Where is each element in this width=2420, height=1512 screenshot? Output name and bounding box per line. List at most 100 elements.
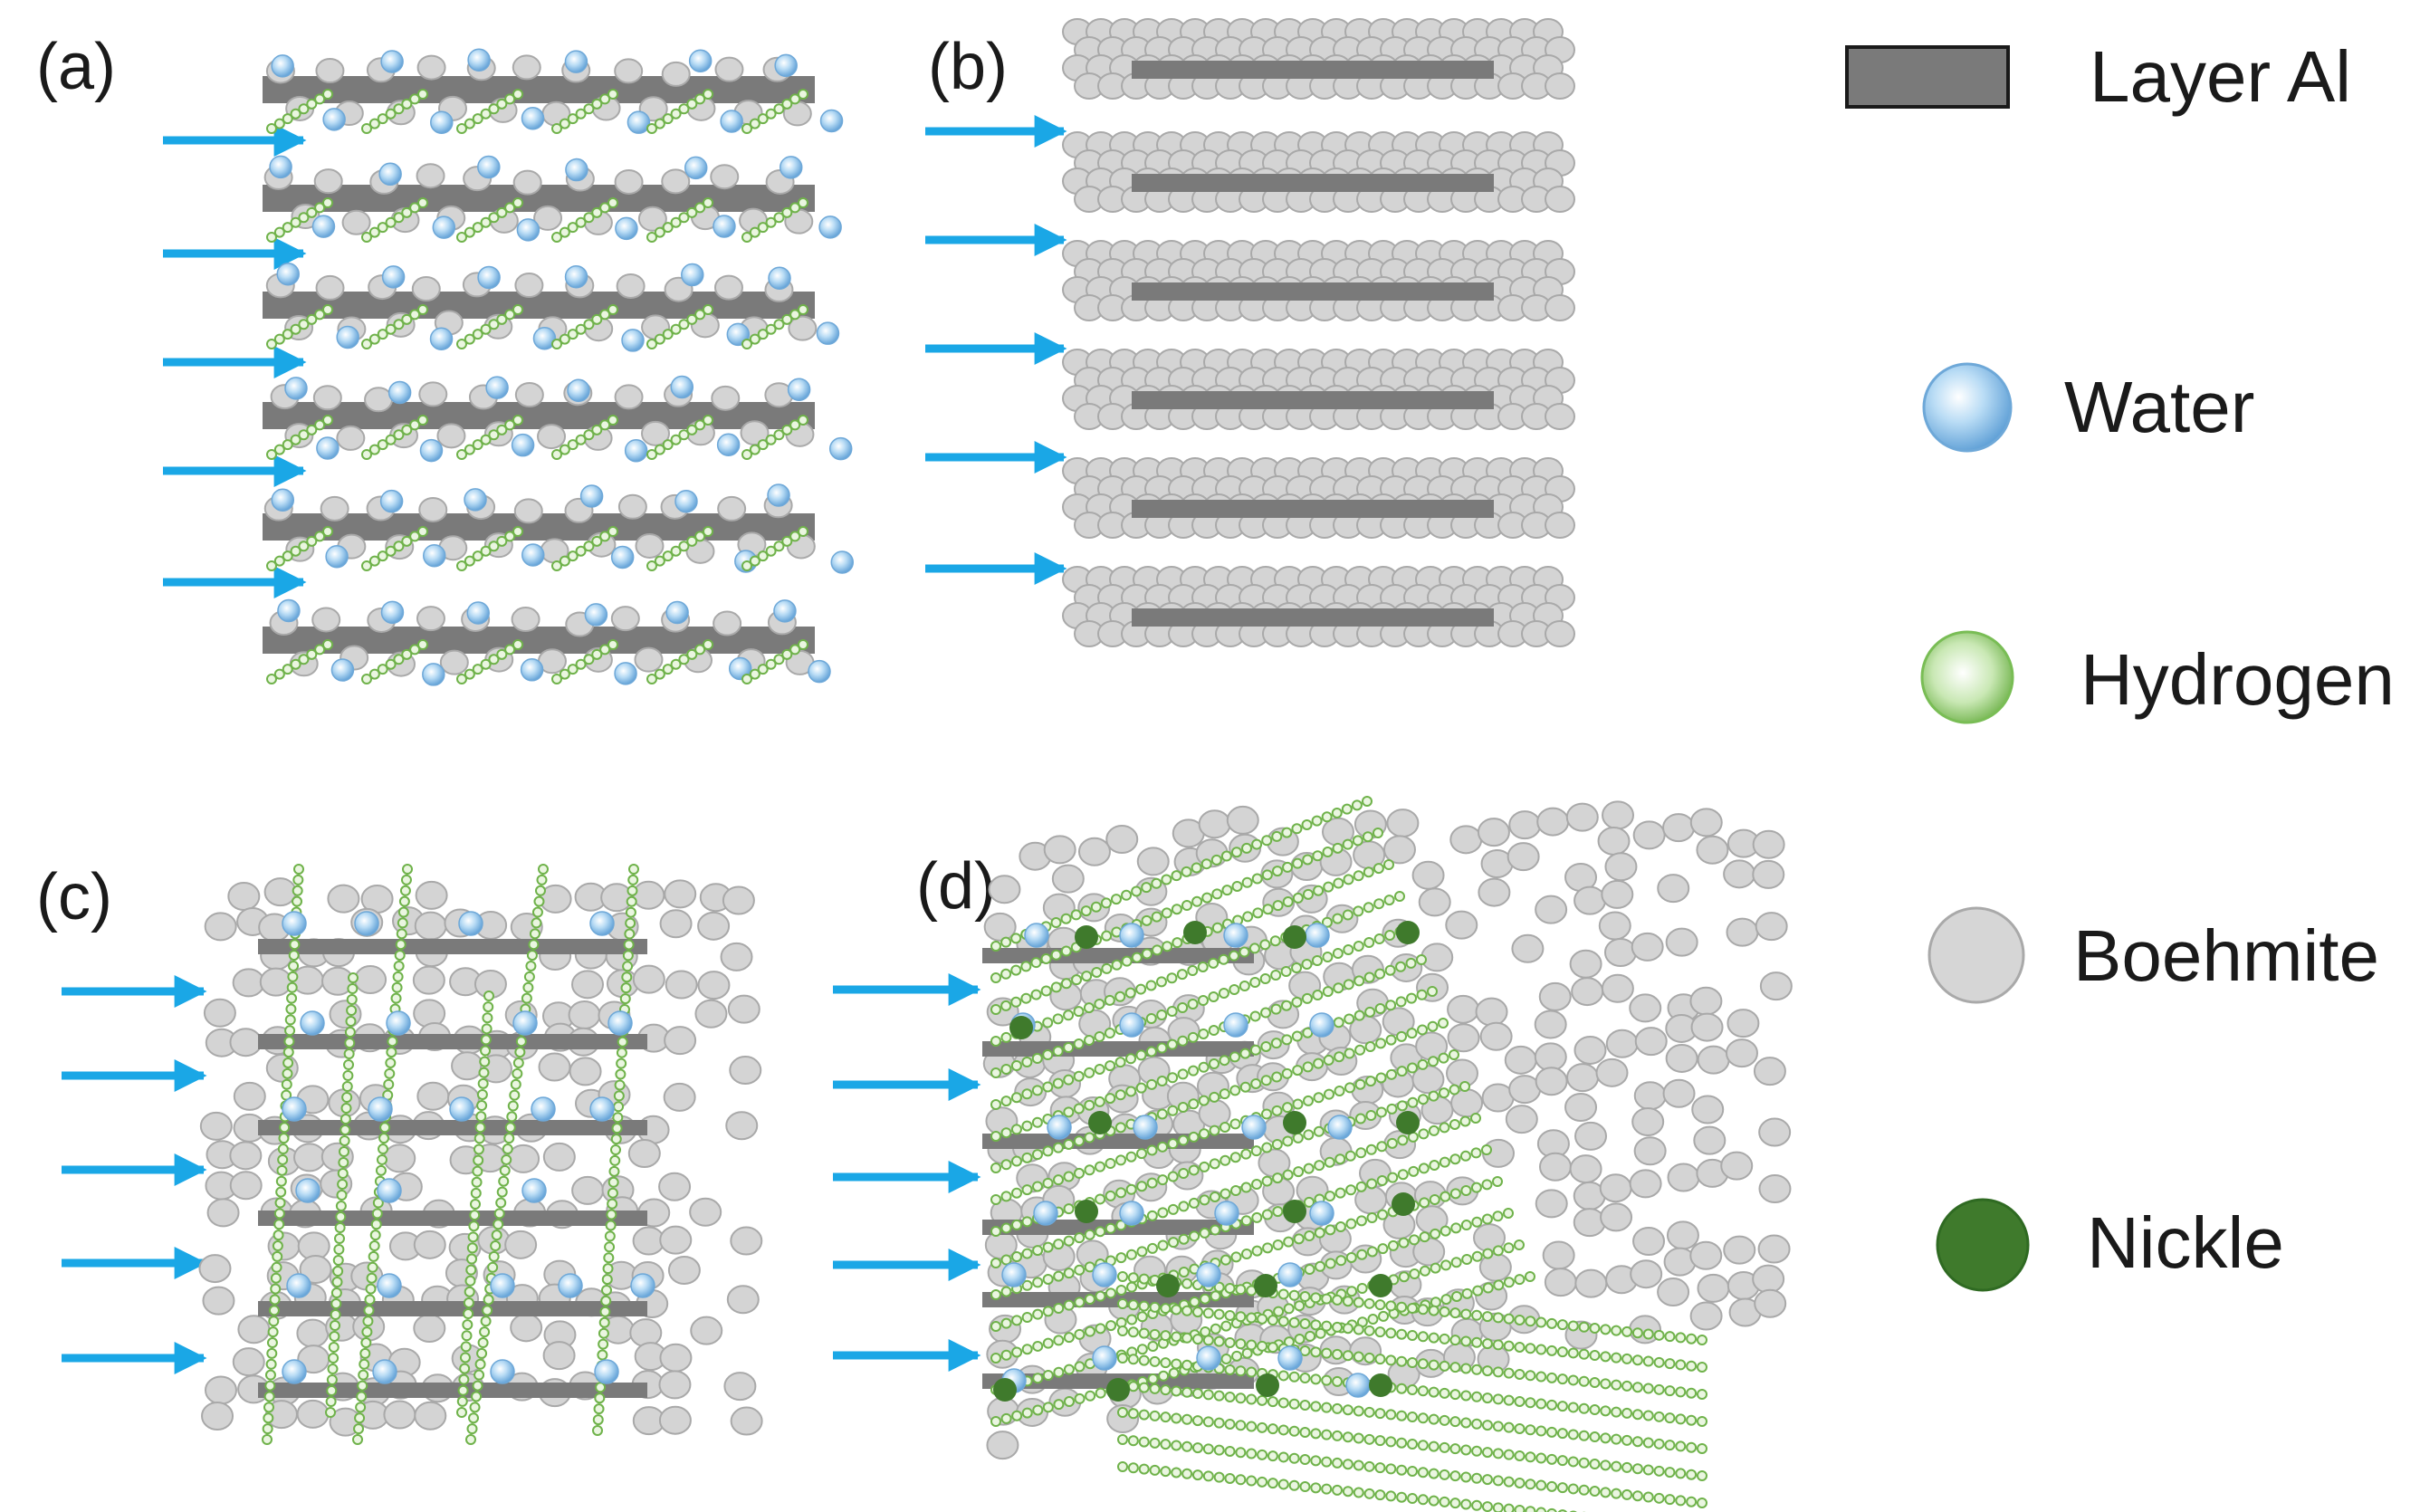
hydrogen-atom [990, 1289, 1001, 1300]
hydrogen-atom [559, 226, 570, 238]
hydrogen-atom [1187, 999, 1199, 1010]
hydrogen-atom [1000, 968, 1012, 980]
hydrogen-atom [1366, 1212, 1378, 1223]
hydrogen-atom [1135, 983, 1147, 995]
panel-a-structure [263, 48, 854, 686]
hydrogen-atom [559, 444, 570, 455]
hydrogen-atom [1429, 1160, 1440, 1172]
boehmite-particle [1569, 949, 1602, 979]
boehmite-particle [568, 1000, 601, 1029]
hydrogen-atom [1220, 1122, 1230, 1133]
water-molecule [1309, 1201, 1334, 1226]
water-molecule [336, 325, 359, 349]
hydrogen-atom [1589, 1459, 1601, 1470]
hydrogen-atom [1160, 1303, 1172, 1315]
hydrogen-atom [263, 1402, 274, 1413]
hydrogen-atom [600, 1295, 612, 1306]
hydrogen-atom [1481, 1311, 1493, 1323]
hydrogen-atom [1364, 1041, 1376, 1053]
hydrogen-atom [1334, 1187, 1346, 1199]
water-molecule [432, 215, 456, 239]
hydrogen-atom [1053, 1174, 1064, 1186]
hydrogen-atom [282, 550, 293, 562]
hydrogen-atom [1535, 1452, 1547, 1464]
panel-b: (b) [925, 18, 1575, 647]
hydrogen-atom [1171, 870, 1182, 882]
hydrogen-atom [1439, 1306, 1450, 1317]
hydrogen-atom [1031, 1085, 1043, 1096]
water-molecule [819, 109, 844, 133]
hydrogen-atom [603, 1252, 615, 1264]
water-molecule [464, 488, 487, 512]
hydrogen-atom [789, 202, 801, 214]
hydrogen-atom [741, 560, 752, 571]
hydrogen-atom [1353, 905, 1364, 917]
boehmite-particle [730, 1226, 763, 1256]
hydrogen-atom [1117, 1461, 1128, 1472]
water-molecule [277, 598, 301, 623]
hydrogen-atom [368, 118, 380, 129]
hydrogen-atom [1281, 1067, 1293, 1079]
hydrogen-atom [266, 1347, 278, 1359]
hydrogen-atom [1332, 1375, 1344, 1387]
hydrogen-atom [1166, 1038, 1178, 1050]
aluminium-layer [258, 1034, 647, 1049]
hydrogen-atom [1251, 1211, 1263, 1223]
hydrogen-atom [757, 550, 769, 562]
hydrogen-atom [789, 531, 801, 542]
hydrogen-atom [595, 1382, 607, 1393]
water-molecule [300, 1010, 325, 1036]
hydrogen-atom [703, 415, 713, 426]
boehmite-particle [1662, 813, 1696, 843]
hydrogen-atom [385, 1057, 397, 1068]
hydrogen-atom [1353, 1405, 1364, 1417]
hydrogen-atom [1074, 1264, 1086, 1276]
hydrogen-atom [591, 98, 603, 110]
hydrogen-atom [306, 648, 318, 660]
hydrogen-atom [607, 526, 618, 537]
hydrogen-atom [1397, 1134, 1409, 1146]
boehmite-particle [659, 1225, 693, 1255]
hydrogen-atom [266, 560, 277, 571]
boehmite-particle [336, 425, 366, 451]
hydrogen-atom [1353, 1010, 1365, 1021]
hydrogen-atom [504, 202, 516, 214]
hydrogen-atom [401, 206, 413, 218]
hydrogen-atom [384, 1067, 396, 1079]
hydrogen-atom [1589, 1431, 1601, 1443]
hydrogen-atom [1332, 1430, 1344, 1441]
hydrogen-atom [306, 98, 318, 110]
hydrogen-atom [1430, 1228, 1441, 1239]
hydrogen-atom [346, 1005, 358, 1016]
hydrogen-atom [1277, 1397, 1289, 1409]
hydrogen-atom [1105, 1287, 1116, 1299]
hydrogen-atom [646, 674, 657, 684]
boehmite-particle [1507, 842, 1540, 872]
hydrogen-atom [1439, 1496, 1450, 1507]
hydrogen-atom [1460, 1220, 1472, 1231]
water-molecule [589, 1096, 615, 1122]
hydrogen-atom [1322, 952, 1334, 962]
hydrogen-atom [1325, 1224, 1336, 1236]
hydrogen-atom [551, 123, 562, 134]
hydrogen-atom [567, 664, 579, 675]
hydrogen-atom [1407, 1412, 1418, 1422]
panel-d: (d) [833, 796, 1793, 1512]
hydrogen-atom [1251, 1179, 1263, 1191]
water-molecule [521, 1178, 547, 1203]
hydrogen-atom [1177, 1068, 1189, 1080]
hydrogen-atom [1280, 966, 1292, 977]
hydrogen-atom [1053, 1270, 1065, 1282]
hydrogen-atom [1040, 952, 1052, 964]
hydrogen-atom [1397, 1169, 1409, 1181]
hydrogen-atom [342, 1070, 354, 1081]
hydrogen-atom [281, 1078, 292, 1090]
hydrogen-atom [538, 864, 549, 875]
hydrogen-atom [401, 648, 413, 660]
hydrogen-atom [468, 1220, 480, 1232]
aluminium-layer [258, 1383, 647, 1398]
hydrogen-atom [344, 1027, 356, 1038]
hydrogen-atom [1314, 1227, 1325, 1239]
hydrogen-atom [1080, 905, 1092, 917]
hydrogen-atom [469, 1210, 481, 1221]
